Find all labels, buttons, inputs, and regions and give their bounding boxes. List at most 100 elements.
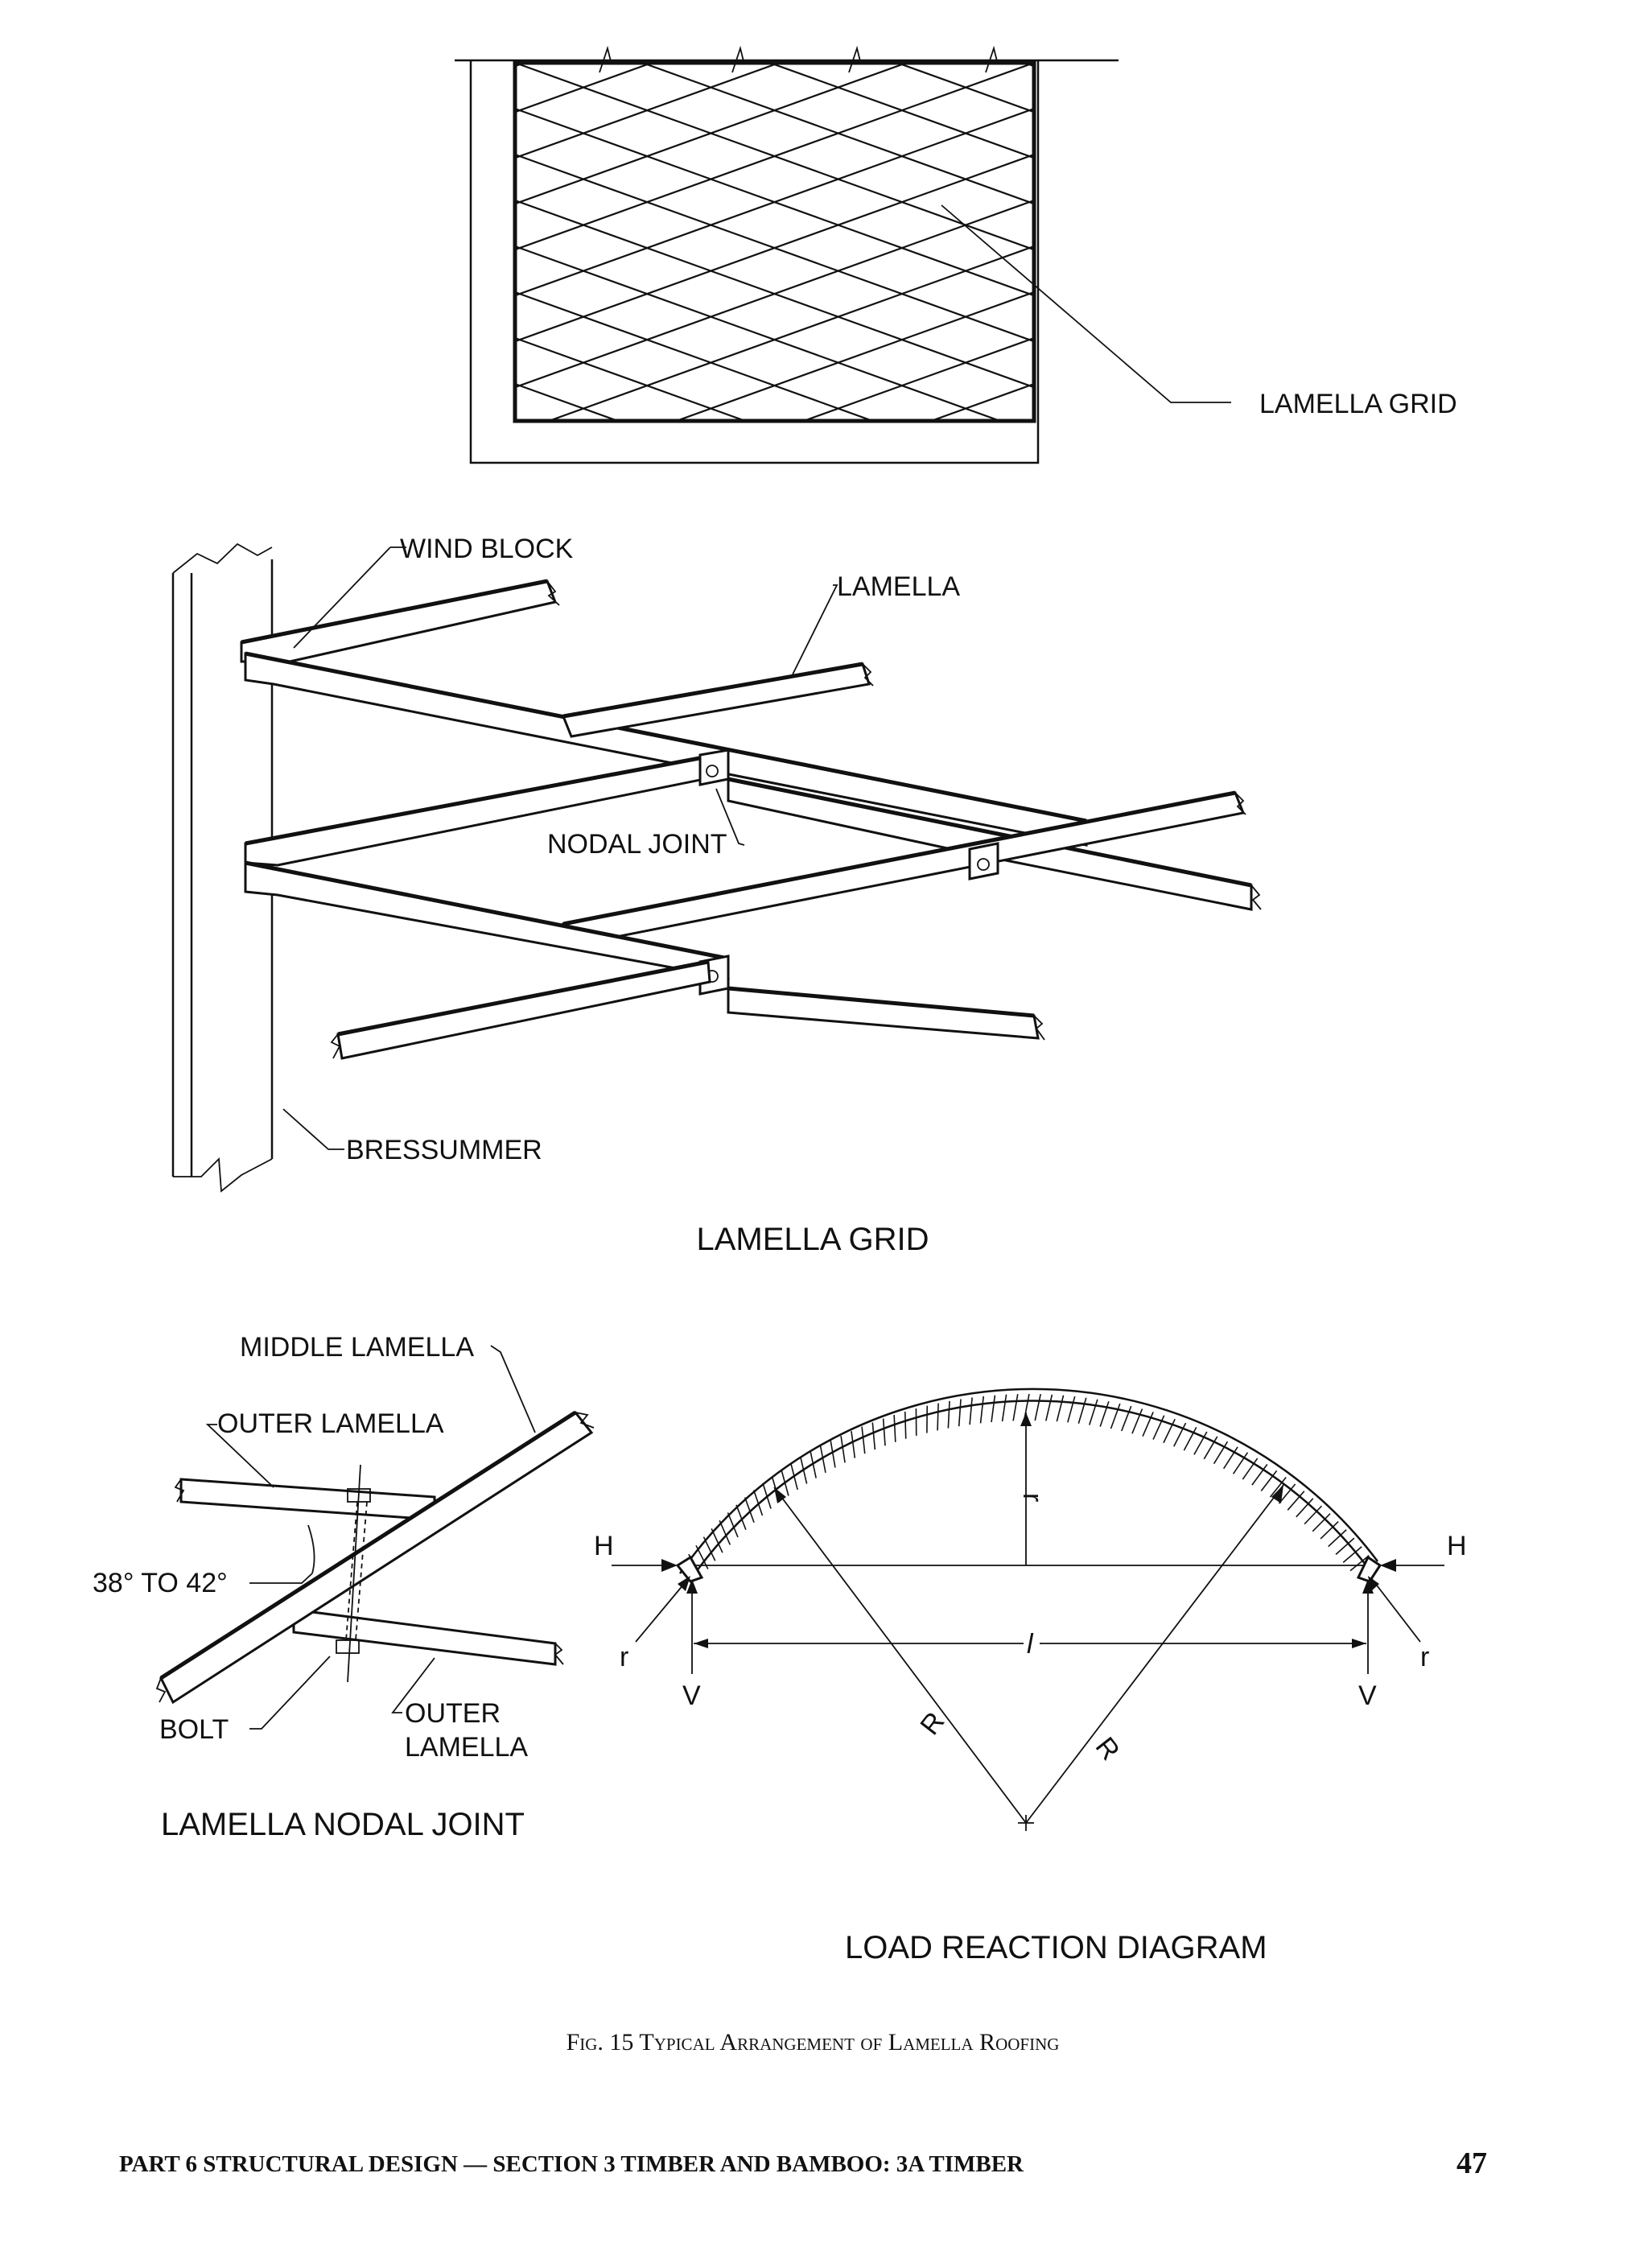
label-r-right: r [1420, 1642, 1429, 1672]
label-angle: 38° TO 42° [93, 1568, 228, 1598]
arch-hatch-line [819, 1445, 826, 1474]
arch-hatch-line [744, 1497, 755, 1523]
arch-hatch-line [1232, 1452, 1249, 1474]
grid-diagonal [801, 336, 1034, 421]
arch-hatch-line [991, 1395, 996, 1423]
plan-outer-wall [469, 60, 1040, 464]
footer-running-title: PART 6 STRUCTURAL DESIGN — SECTION 3 TIM… [119, 2151, 1024, 2177]
perspective-title: LAMELLA GRID [696, 1222, 929, 1257]
grid-diagonal [515, 382, 621, 421]
leader-outer-lamella-top [205, 1424, 274, 1488]
arch-hatch-line [727, 1512, 739, 1538]
label-span: l [1027, 1629, 1034, 1660]
arch-hatch-line [1213, 1441, 1229, 1465]
arch-hatch-line [947, 1400, 950, 1429]
grid-diagonal [1022, 63, 1034, 68]
grid-diagonal [515, 63, 909, 205]
grid-diagonal [515, 476, 1034, 662]
arch-hatch-line [781, 1470, 789, 1496]
grid-diagonal [767, 63, 1034, 159]
plan-diamond-grid [515, 63, 1034, 662]
arch-outer-edge [678, 1388, 1378, 1574]
arch-hatch-line [830, 1441, 836, 1468]
label-v-left: V [682, 1680, 701, 1711]
label-outer-lamella-top: OUTER LAMELLA [217, 1408, 444, 1439]
grid-diagonal [515, 63, 527, 68]
arrow-r-right [1371, 1578, 1421, 1643]
arch-hatch-line [1089, 1399, 1098, 1425]
leader-nodal-joint [715, 788, 745, 846]
arch-hatch-line [1163, 1418, 1176, 1444]
label-rise: r [1017, 1493, 1048, 1502]
grid-diagonal [894, 63, 1034, 113]
arch-hatch-line [1203, 1436, 1218, 1460]
plan-label-lamella-grid: LAMELLA GRID [1259, 389, 1457, 419]
arch-hatch-line [958, 1399, 962, 1427]
lamella-nodal-joint: 38° TO 42° MIDDLE LAMELLA OUTER LAMELLA … [93, 1332, 595, 1842]
grid-diagonal [515, 336, 748, 421]
lamella-upper-right [561, 662, 871, 738]
nodal-block-2 [968, 842, 999, 880]
arch-hatch-line [1349, 1555, 1370, 1572]
label-outer-lamella-bottom-1: OUTER [405, 1698, 501, 1729]
arch-hatch-line [1312, 1513, 1331, 1532]
arch-hatch-line [1183, 1427, 1197, 1451]
arch-hatch-line [800, 1457, 808, 1484]
arch-hatch-line [1269, 1477, 1287, 1498]
grid-diagonal [515, 63, 1034, 251]
arch-hatch-line [719, 1520, 731, 1545]
label-bressummer: BRESSUMMER [346, 1135, 542, 1165]
arrow-r-left [635, 1578, 689, 1643]
grid-diagonal [515, 63, 782, 159]
arch-hatch-line [1142, 1412, 1154, 1437]
grid-diagonal [515, 476, 1034, 662]
grid-diagonal [515, 63, 655, 113]
arch-hatch-line [882, 1418, 886, 1446]
arch-hatch-line [735, 1504, 747, 1531]
load-reaction-diagram: r H H r r V V l R R LOAD [594, 1388, 1467, 1965]
label-radius-right: R [1090, 1732, 1126, 1767]
arch-hatch-line [1056, 1395, 1065, 1422]
leader-outer-lamella-bottom [391, 1657, 435, 1713]
grid-diagonal [515, 107, 1034, 297]
plan-inner-frame [513, 60, 1036, 423]
arch-hatch-line [1222, 1446, 1238, 1470]
arch-hatch-line [1152, 1415, 1165, 1440]
load-reaction-title: LOAD REACTION DIAGRAM [845, 1930, 1267, 1965]
arch-hatching [688, 1393, 1370, 1578]
arch-hatch-line [1077, 1397, 1087, 1424]
arch-hatch-line [1251, 1464, 1268, 1486]
grid-diagonal [515, 153, 1034, 343]
lamella-members [240, 579, 1262, 1060]
lamella-upper-long [244, 652, 1088, 847]
arch-hatch-line [752, 1490, 764, 1516]
leader-lamella [792, 584, 838, 675]
arch-hatch-line [1320, 1521, 1339, 1540]
leader-middle-lamella [490, 1345, 536, 1433]
arch-inner-edge [690, 1400, 1369, 1578]
arch-hatch-line [1242, 1458, 1259, 1480]
arch-hatch-line [1012, 1394, 1019, 1421]
nodal-bolt-2 [977, 858, 990, 871]
leader-wind-block [293, 546, 391, 649]
arch-hatch-line [1001, 1394, 1007, 1422]
label-outer-lamella-bottom-2: LAMELLA [405, 1732, 528, 1763]
arch-hatch-line [1193, 1431, 1208, 1455]
label-lamella: LAMELLA [837, 571, 960, 602]
label-middle-lamella: MIDDLE LAMELLA [240, 1332, 474, 1363]
arch-hatch-line [1304, 1505, 1323, 1525]
label-radius-left: R [914, 1706, 950, 1741]
arch-hatch-line [1335, 1537, 1355, 1555]
arch-hatch-line [1099, 1400, 1110, 1427]
arch-hatch-line [1278, 1483, 1296, 1504]
figure-caption: Fig. 15 Typical Arrangement of Lamella R… [566, 2029, 1060, 2056]
arch-hatch-line [1342, 1546, 1362, 1563]
arch-hatch-line [810, 1451, 817, 1478]
arch-hatch-line [904, 1411, 907, 1439]
arch-hatch-line [1045, 1394, 1053, 1421]
wind-block-board-upper [240, 579, 558, 663]
arch-hatch-line [1034, 1394, 1041, 1421]
radius-line-right [1025, 1484, 1284, 1824]
label-bolt: BOLT [159, 1714, 229, 1745]
outer-lamella-upper-board [179, 1478, 436, 1521]
